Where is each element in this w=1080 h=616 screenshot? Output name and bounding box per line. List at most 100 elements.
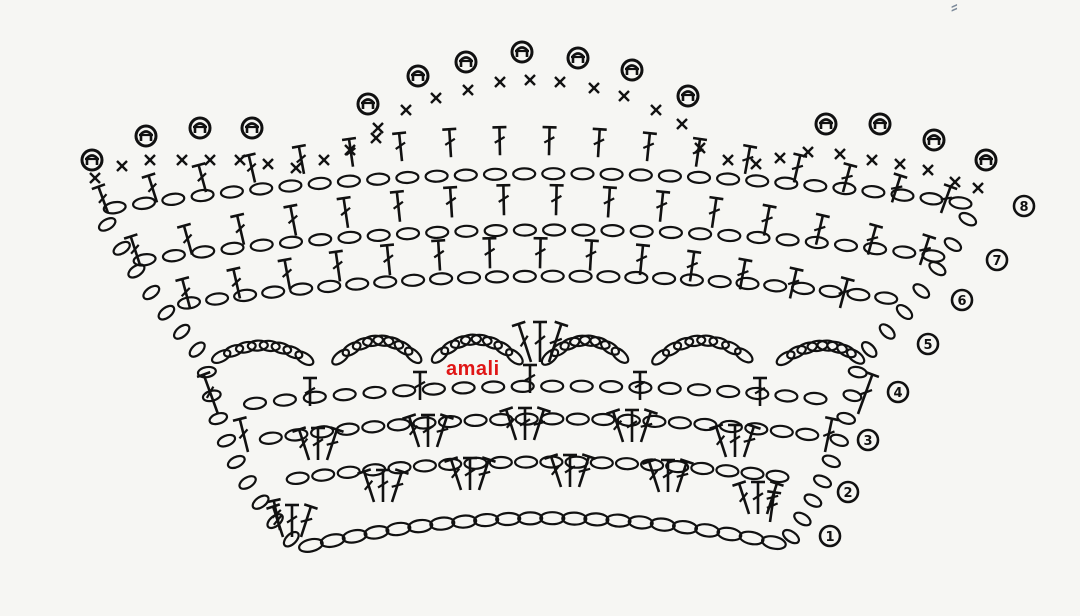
chain-stitch bbox=[795, 427, 820, 442]
single-crochet bbox=[922, 164, 934, 176]
chain-stitch bbox=[392, 384, 417, 398]
chain-stitch bbox=[540, 269, 565, 283]
chain-stitch bbox=[459, 333, 483, 346]
chain-stitch bbox=[716, 526, 743, 542]
chain-stitch bbox=[220, 241, 245, 256]
double-crochet bbox=[402, 413, 421, 448]
chain-stitch bbox=[234, 340, 257, 354]
chain-stitch bbox=[803, 493, 823, 508]
double-crochet bbox=[686, 249, 702, 282]
double-crochet bbox=[732, 480, 751, 515]
chain-group bbox=[102, 167, 973, 215]
double-crochet bbox=[766, 490, 782, 523]
single-crochet bbox=[144, 154, 156, 166]
single-crochet bbox=[972, 182, 984, 194]
double-crochet bbox=[299, 503, 318, 538]
chain-stitch bbox=[161, 248, 186, 263]
chain-stitch bbox=[372, 334, 395, 347]
double-crochet bbox=[737, 257, 753, 290]
chain-stitch bbox=[361, 334, 385, 348]
chain-stitch bbox=[696, 334, 719, 347]
row-number-label: 4 bbox=[886, 380, 910, 404]
chain-stitch bbox=[514, 412, 539, 426]
double-crochet bbox=[442, 127, 457, 158]
chain-stitch bbox=[919, 192, 944, 206]
chain-stitch bbox=[769, 424, 794, 439]
chain-stitch bbox=[226, 454, 246, 470]
chain-stitch bbox=[860, 341, 878, 358]
row-number-label: 2 bbox=[836, 480, 860, 504]
chain-stitch bbox=[196, 365, 217, 379]
chain-stitch bbox=[307, 176, 332, 191]
svg-text:2: 2 bbox=[843, 486, 852, 501]
double-crochet bbox=[642, 458, 661, 493]
double-crochet bbox=[547, 320, 569, 363]
double-crochet bbox=[708, 195, 724, 229]
picot-stitch bbox=[134, 124, 158, 148]
chain-stitch bbox=[793, 511, 812, 527]
double-crochet bbox=[542, 125, 557, 156]
chain-stitch bbox=[489, 412, 514, 427]
chain-stitch bbox=[191, 245, 216, 259]
double-crochet bbox=[376, 468, 390, 502]
double-crochet bbox=[577, 453, 596, 488]
chain-stitch bbox=[627, 515, 654, 530]
double-crochet bbox=[841, 161, 858, 193]
chain-group bbox=[651, 334, 754, 366]
chain-stitch bbox=[483, 223, 508, 238]
double-crochet bbox=[523, 363, 537, 393]
picot-stitch bbox=[676, 84, 700, 108]
double-crochet bbox=[625, 408, 639, 442]
chain-stitch bbox=[456, 271, 482, 285]
chain-stitch bbox=[249, 182, 274, 196]
double-crochet bbox=[492, 125, 507, 156]
v-cluster bbox=[499, 406, 551, 441]
chain-stitch bbox=[205, 292, 230, 306]
chain-stitch bbox=[624, 270, 649, 285]
double-crochet bbox=[336, 195, 351, 229]
chain-stitch bbox=[734, 347, 754, 364]
chain-stitch bbox=[308, 233, 333, 247]
chain-stitch bbox=[429, 272, 454, 286]
double-crochet bbox=[431, 238, 446, 271]
chain-stitch bbox=[341, 528, 368, 544]
svg-text:3: 3 bbox=[863, 434, 872, 449]
chain-stitch bbox=[505, 348, 524, 366]
chain-stitch bbox=[172, 323, 191, 340]
single-crochet bbox=[750, 158, 762, 170]
chain-group bbox=[860, 211, 978, 358]
chain-stitch bbox=[541, 223, 567, 237]
chain-stitch bbox=[366, 228, 391, 243]
chain-stitch bbox=[540, 348, 560, 366]
double-crochet bbox=[482, 236, 497, 269]
chain-stitch bbox=[366, 172, 391, 186]
chain-stitch bbox=[512, 167, 537, 181]
single-crochet bbox=[318, 154, 330, 166]
chain-stitch bbox=[716, 172, 741, 186]
chain-stitch bbox=[512, 223, 537, 237]
single-crochet bbox=[89, 172, 101, 184]
double-crochet bbox=[838, 275, 855, 309]
chain-stitch bbox=[401, 273, 426, 287]
chain-stitch bbox=[948, 196, 973, 210]
chain-stitch bbox=[190, 188, 215, 203]
double-crochet bbox=[822, 416, 840, 453]
double-crochet bbox=[499, 406, 518, 441]
chain-stitch bbox=[440, 339, 461, 356]
chain-stitch bbox=[317, 279, 342, 294]
double-crochet bbox=[533, 236, 548, 269]
chain-stitch bbox=[775, 350, 796, 367]
picot-stitch bbox=[566, 46, 590, 70]
chain-stitch bbox=[651, 348, 671, 366]
chain-stitch bbox=[258, 431, 283, 445]
chain-stitch bbox=[451, 514, 478, 529]
double-crochet bbox=[518, 406, 532, 440]
svg-text:4: 4 bbox=[893, 386, 902, 401]
chain-stitch bbox=[775, 233, 800, 247]
row-number-label: 5 bbox=[916, 332, 940, 356]
svg-text:7: 7 bbox=[992, 254, 1001, 269]
chain-stitch bbox=[210, 348, 232, 365]
chain-stitch bbox=[393, 340, 414, 356]
chain-stitch bbox=[470, 333, 493, 347]
